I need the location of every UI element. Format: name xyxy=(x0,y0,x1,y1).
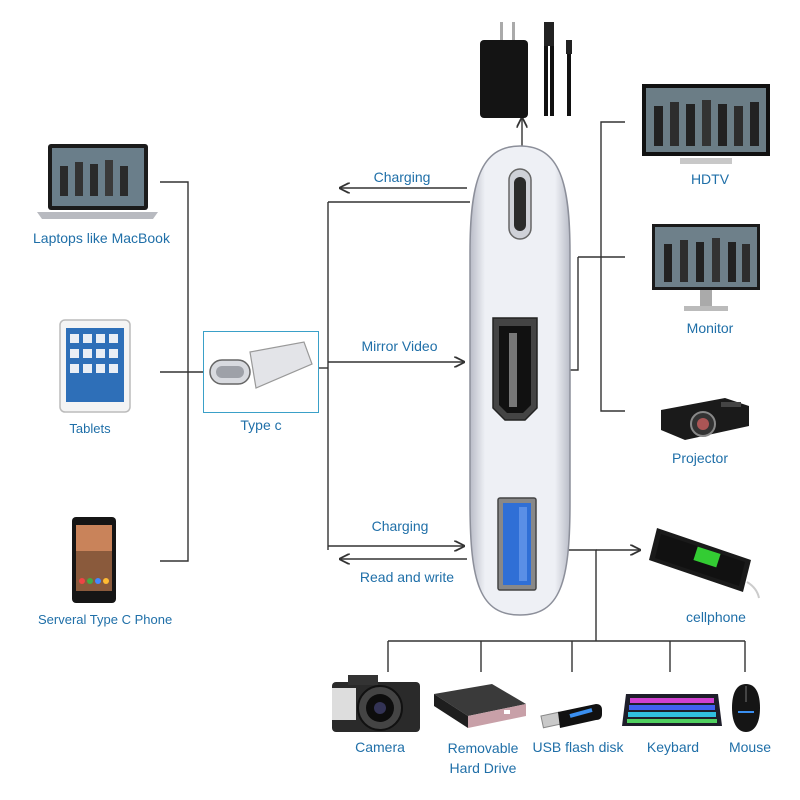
tablet-image xyxy=(59,319,131,413)
flash-disk-image xyxy=(540,704,602,729)
keyboard-label: Keybard xyxy=(646,739,700,755)
keyboard-image xyxy=(622,694,722,726)
tablets-label: Tablets xyxy=(69,421,111,436)
mouse-label: Mouse xyxy=(728,739,772,755)
hdmi-bracket-line xyxy=(600,121,625,412)
cellphone-image xyxy=(649,528,760,599)
hard-drive-image xyxy=(434,684,526,728)
hdtv-label: HDTV xyxy=(690,171,730,187)
monitor-label: Monitor xyxy=(686,320,734,336)
mirror-video-label: Mirror Video xyxy=(361,338,438,354)
flash-disk-label: USB flash disk xyxy=(532,739,624,755)
phone-label: Serveral Type C Phone xyxy=(38,612,173,627)
phone-image xyxy=(72,517,116,603)
charging-top-label: Charging xyxy=(373,169,431,185)
cellphone-label: cellphone xyxy=(686,609,746,625)
laptop-label: Laptops like MacBook xyxy=(33,230,170,246)
camera-label: Camera xyxy=(355,739,405,755)
projector-label: Projector xyxy=(671,450,729,466)
laptop-image xyxy=(37,144,158,219)
type-c-label: Type c xyxy=(240,417,282,433)
mouse-image xyxy=(732,684,760,732)
type-c-cable-image xyxy=(209,341,313,389)
hard-drive-label: Removable Hard Drive xyxy=(447,740,519,776)
camera-image xyxy=(332,675,420,732)
power-adapter-image xyxy=(480,22,572,118)
hdmi-port xyxy=(492,317,538,421)
type-c-cable-frame: Type c xyxy=(203,331,319,433)
usb-c-port xyxy=(508,168,532,240)
hdtv-image xyxy=(642,84,770,164)
read-write-label: Read and write xyxy=(359,569,455,585)
hub-body xyxy=(469,145,571,616)
charging-bottom-label: Charging xyxy=(371,518,429,534)
projector-image xyxy=(661,398,749,440)
monitor-image xyxy=(652,224,760,311)
usb-a-port xyxy=(497,497,537,591)
